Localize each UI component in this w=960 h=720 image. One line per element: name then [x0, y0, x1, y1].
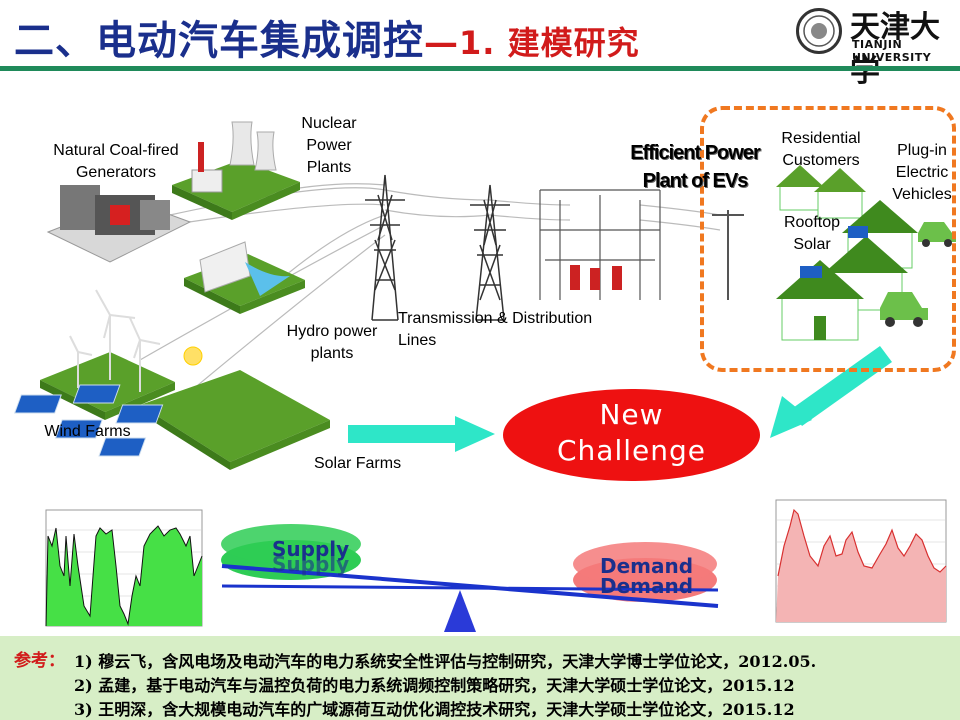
label-rooftop-solar: Rooftop Solar [783, 214, 841, 253]
residential-houses-icon [712, 165, 918, 341]
reference-item-2: 2) 孟建，基于电动汽车与温控负荷的电力系统调频控制策略研究，天津大学硕士学位论… [74, 676, 795, 695]
substation-icon [539, 189, 661, 300]
demand-label: Demand [600, 554, 694, 578]
solar-farm-icon [13, 370, 330, 470]
power-grid-illustration [13, 121, 956, 470]
electric-vehicle-icon [880, 222, 956, 327]
demand-ellipse-front [573, 542, 717, 586]
label-nuclear-plants: Nuclear Power Plants [301, 115, 357, 176]
balance-beam-level [221, 584, 719, 592]
new-challenge-ellipse: New Challenge [503, 389, 760, 481]
demand-curve-chart [775, 499, 947, 623]
nuclear-plant-icon [172, 121, 300, 220]
fulcrum-icon [444, 590, 476, 632]
balance-beam [221, 564, 719, 608]
ev-efficient-power-plant-box [700, 106, 956, 372]
transmission-tower-icon [365, 174, 510, 321]
title-dash: — [424, 23, 459, 63]
label-efficient-power-plant: Efficient Power Plant of EVs [630, 142, 760, 192]
reference-item-1: 1) 穆云飞，含风电场及电动汽车的电力系统安全性评估与控制研究，天津大学博士学位… [74, 652, 817, 671]
label-hydro-plants: Hydro power plants [286, 323, 378, 362]
label-coal-generators: Natural Coal-fired Generators [53, 142, 179, 181]
label-solar-farms: Solar Farms [313, 455, 402, 472]
supply-ellipse-front [221, 524, 361, 564]
supply-curve-chart [45, 509, 203, 627]
hydro-plant-icon [184, 241, 305, 314]
label-residential-customers: Residential Customers [781, 130, 861, 169]
university-name-en: TIANJIN UNIVERSITY [852, 38, 932, 64]
coal-plant-icon [46, 185, 192, 263]
university-name-cn: 天津大学 [850, 10, 940, 89]
references-panel: 参考： 1) 穆云飞，含风电场及电动汽车的电力系统安全性评估与控制研究，天津大学… [0, 636, 960, 720]
demand-label-shadow: Demand [600, 574, 694, 598]
wind-farm-icon [40, 289, 203, 420]
header-rule [0, 66, 960, 71]
ev-to-challenge-arrow-icon [770, 346, 892, 438]
label-plugin-evs: Plug-in Electric Vehicles [892, 142, 952, 203]
university-seal-icon [796, 8, 842, 54]
references-label: 参考： [14, 651, 65, 671]
label-wind-farms: Wind Farms [44, 423, 131, 440]
title-sub: 1. 建模研究 [459, 24, 640, 62]
challenge-text: New Challenge [557, 398, 706, 467]
supply-label-shadow: Supply [272, 552, 350, 576]
supply-label: Supply [272, 537, 350, 561]
supply-demand-balance [221, 524, 719, 632]
label-transmission-lines: Transmission & Distribution Lines [398, 310, 593, 349]
flow-arrow-icon [348, 416, 495, 452]
title-main: 二、电动汽车集成调控 [14, 18, 424, 64]
page-title: 二、电动汽车集成调控—1. 建模研究 [14, 8, 640, 66]
reference-item-3: 3) 王明深，含大规模电动汽车的广域源荷互动优化调控技术研究，天津大学硕士学位论… [74, 700, 795, 719]
